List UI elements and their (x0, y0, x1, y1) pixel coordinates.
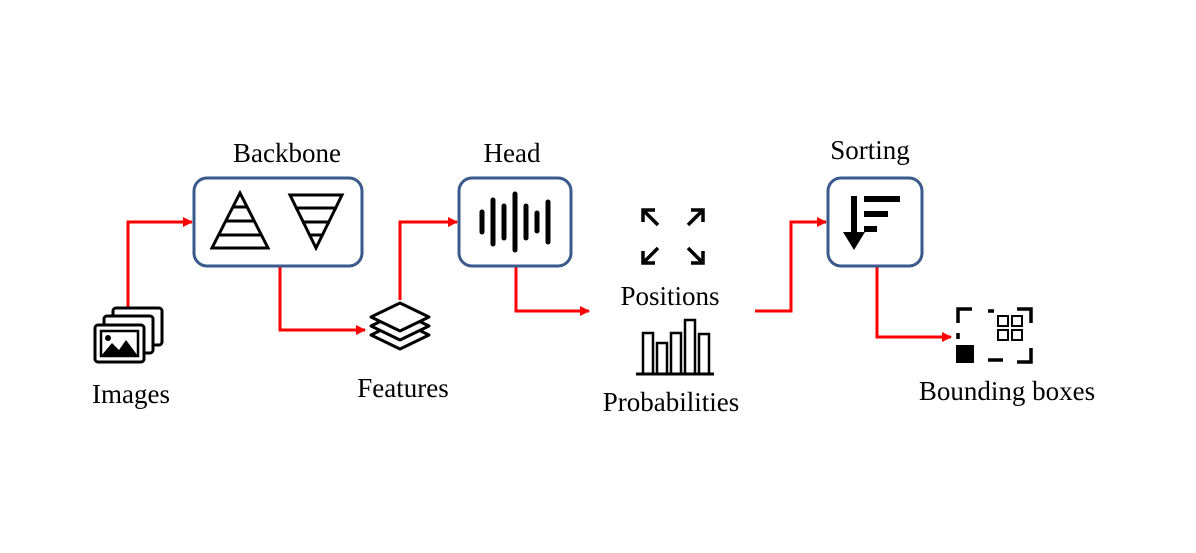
arrow-head-to-outputs (514, 266, 590, 316)
backbone-label: Backbone (233, 138, 341, 168)
features-label: Features (357, 373, 448, 403)
layers-icon (369, 301, 431, 351)
pyramid-icon (209, 189, 271, 250)
head-label: Head (484, 138, 541, 168)
sorting-node: Sorting (826, 135, 924, 268)
outputs-node: Positions Probabilities (603, 208, 740, 417)
bounding-box-icon (956, 307, 1033, 364)
sorting-label: Sorting (830, 135, 910, 165)
images-node: Images (92, 306, 170, 409)
arrow-outputs-to-sorting (755, 217, 827, 313)
backbone-box (192, 176, 364, 268)
expand-arrows-icon (641, 208, 705, 265)
connectors (126, 217, 952, 342)
features-node: Features (357, 301, 449, 403)
bounding-boxes-node: Bounding boxes (919, 307, 1095, 406)
backbone-node: Backbone (192, 138, 364, 268)
head-node: Head (457, 138, 573, 268)
arrow-features-to-head (398, 217, 458, 300)
image-stack-icon (93, 306, 164, 364)
sorting-box (826, 176, 924, 268)
probabilities-label: Probabilities (603, 387, 740, 417)
bar-chart-icon (636, 318, 714, 376)
inverted-pyramid-icon (287, 193, 345, 252)
images-label: Images (92, 379, 170, 409)
positions-label: Positions (620, 281, 719, 311)
arrow-sorting-to-boxes (875, 266, 952, 342)
arrow-backbone-to-features (278, 266, 366, 335)
arrow-images-to-backbone (126, 217, 193, 308)
sort-descending-icon (843, 196, 900, 250)
bars-icon (479, 191, 551, 253)
bounding-boxes-label: Bounding boxes (919, 376, 1095, 406)
